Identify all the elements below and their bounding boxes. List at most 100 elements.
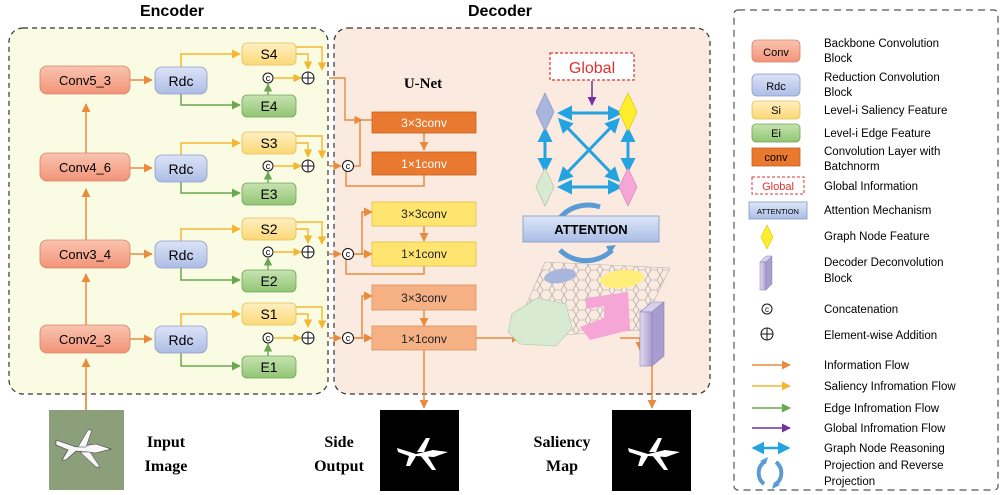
backbone-conv2-3: Conv2_3 [39,324,131,354]
legend-item-deconv: Decoder Deconvolution Block [759,255,944,291]
svg-text:Ei: Ei [771,128,781,140]
legend-item-backbone: Conv Backbone Convolution Block [751,38,939,65]
legend-item-graph-reasoning: Graph Node Reasoning [751,441,945,455]
decoder-deconvolution-block [639,301,665,367]
svg-text:Conv5_3: Conv5_3 [59,73,111,88]
svg-text:c: c [266,247,271,257]
graph-node-pink [618,167,638,207]
conv1x1-yellow: 1×1conv [371,241,477,267]
svg-text:conv: conv [764,152,788,164]
svg-text:c: c [266,161,271,171]
feature-mesh [507,261,671,347]
svg-text:Conv3_4: Conv3_4 [59,247,111,262]
side-output-image [380,410,459,491]
conv3x3-yellow: 3×3conv [371,201,477,227]
saliency-map-label-line1: Saliency [534,434,591,451]
legend-item-add: Element-wise Addition [760,327,937,342]
graph-node-yellow [618,92,638,132]
svg-text:Edge Infromation Flow: Edge Infromation Flow [824,403,940,415]
svg-text:c: c [266,73,271,83]
svg-text:Conv: Conv [763,47,789,59]
graph-node-green [535,167,555,207]
svg-text:3×3conv: 3×3conv [401,207,447,221]
svg-text:Projection: Projection [824,476,875,488]
legend-item-conv-bn: conv Convolution Layer with Batchnorm [751,146,940,173]
legend-item-concat: c Concatenation [761,303,898,316]
svg-text:c: c [346,333,351,343]
graph-node-blue [535,92,555,132]
svg-text:Global Information: Global Information [824,181,918,193]
svg-text:Decoder Deconvolution: Decoder Deconvolution [824,257,944,269]
svg-text:Conv4_6: Conv4_6 [59,160,111,175]
svg-text:c: c [266,333,271,343]
legend-item-saliency-flow: Saliency Infromation Flow [752,381,956,393]
svg-text:Attention Mechanism: Attention Mechanism [824,205,931,217]
rdc-block-3: Rdc [154,154,208,183]
svg-text:E3: E3 [260,186,277,202]
backbone-conv5-3: Conv5_3 [39,65,131,95]
global-info-box: Global [549,52,635,81]
legend-item-projection: Projection and Reverse Projection [756,457,944,489]
encoder-flows [81,75,153,410]
concat-symbol: c [262,246,274,258]
svg-text:3×3conv: 3×3conv [401,116,447,130]
legend-item-global: Global Global Information [751,176,918,195]
svg-text:Level-i Edge Feature: Level-i Edge Feature [824,128,931,140]
saliency-s3: S3 [241,131,297,155]
rdc-block-4: Rdc [154,66,208,95]
edge-e4: E4 [241,94,297,118]
edge-e1: E1 [241,355,297,379]
svg-text:Si: Si [771,105,781,117]
svg-text:3×3conv: 3×3conv [401,291,447,305]
svg-text:Conv2_3: Conv2_3 [59,332,111,347]
svg-text:Block: Block [824,87,852,99]
svg-text:E4: E4 [260,98,277,114]
conv3x3-dark: 3×3conv [371,111,477,134]
add-symbol [301,245,315,259]
side-output-label-line2: Output [314,458,364,475]
graph-reasoning [535,92,638,207]
projection-arrow-bottom [558,248,614,264]
saliency-s2: S2 [241,217,297,241]
svg-text:Rdc: Rdc [169,73,194,89]
saliency-s1: S1 [241,302,297,326]
svg-text:1×1conv: 1×1conv [401,247,447,261]
svg-text:Reduction Convolution: Reduction Convolution [824,72,940,84]
svg-text:ATTENTION: ATTENTION [554,222,627,237]
fusion-symbols: c c c c c c c [262,71,354,345]
concat-symbol: c [342,160,354,172]
svg-text:Information Flow: Information Flow [824,360,910,372]
svg-text:Graph Node Reasoning: Graph Node Reasoning [824,443,945,455]
svg-text:Projection and Reverse: Projection and Reverse [824,460,944,472]
svg-text:c: c [765,305,769,314]
svg-text:Batchnorm: Batchnorm [824,161,880,173]
projection-arrow-top [558,202,601,220]
input-label-line1: Input [147,434,186,451]
svg-text:ATTENTION: ATTENTION [757,207,799,216]
saliency-s4: S4 [241,42,297,66]
encoder-title: Encoder [140,3,204,20]
legend-item-rdc: Rdc Reduction Convolution Block [751,72,940,99]
svg-text:S3: S3 [260,135,277,151]
svg-text:Level-i Saliency Feature: Level-i Saliency Feature [824,105,947,117]
concat-symbol: c [262,160,274,172]
concat-symbol: c [342,248,354,260]
svg-text:1×1conv: 1×1conv [401,157,447,171]
rdc-branch-flows [180,49,241,371]
svg-text:Graph Node Feature: Graph Node Feature [824,231,929,243]
concat-symbol: c [342,332,354,344]
add-symbol [301,71,315,85]
concat-symbol: c [262,332,274,344]
svg-text:E1: E1 [260,359,277,375]
svg-text:S4: S4 [260,46,277,62]
svg-text:Convolution Layer with: Convolution Layer with [824,146,940,158]
edge-blocks: E4 E3 E2 E1 [241,94,297,379]
backbone-blocks: Conv5_3 Conv4_6 Conv3_4 Conv2_3 [39,65,131,354]
legend-item-edge: Ei Level-i Edge Feature [751,123,931,143]
input-image [49,410,124,490]
side-output-label-line1: Side [324,434,353,451]
rdc-block-2: Rdc [154,240,208,269]
legend-item-edge-flow: Edge Infromation Flow [752,403,940,415]
saliency-map-label-line2: Map [546,458,578,475]
